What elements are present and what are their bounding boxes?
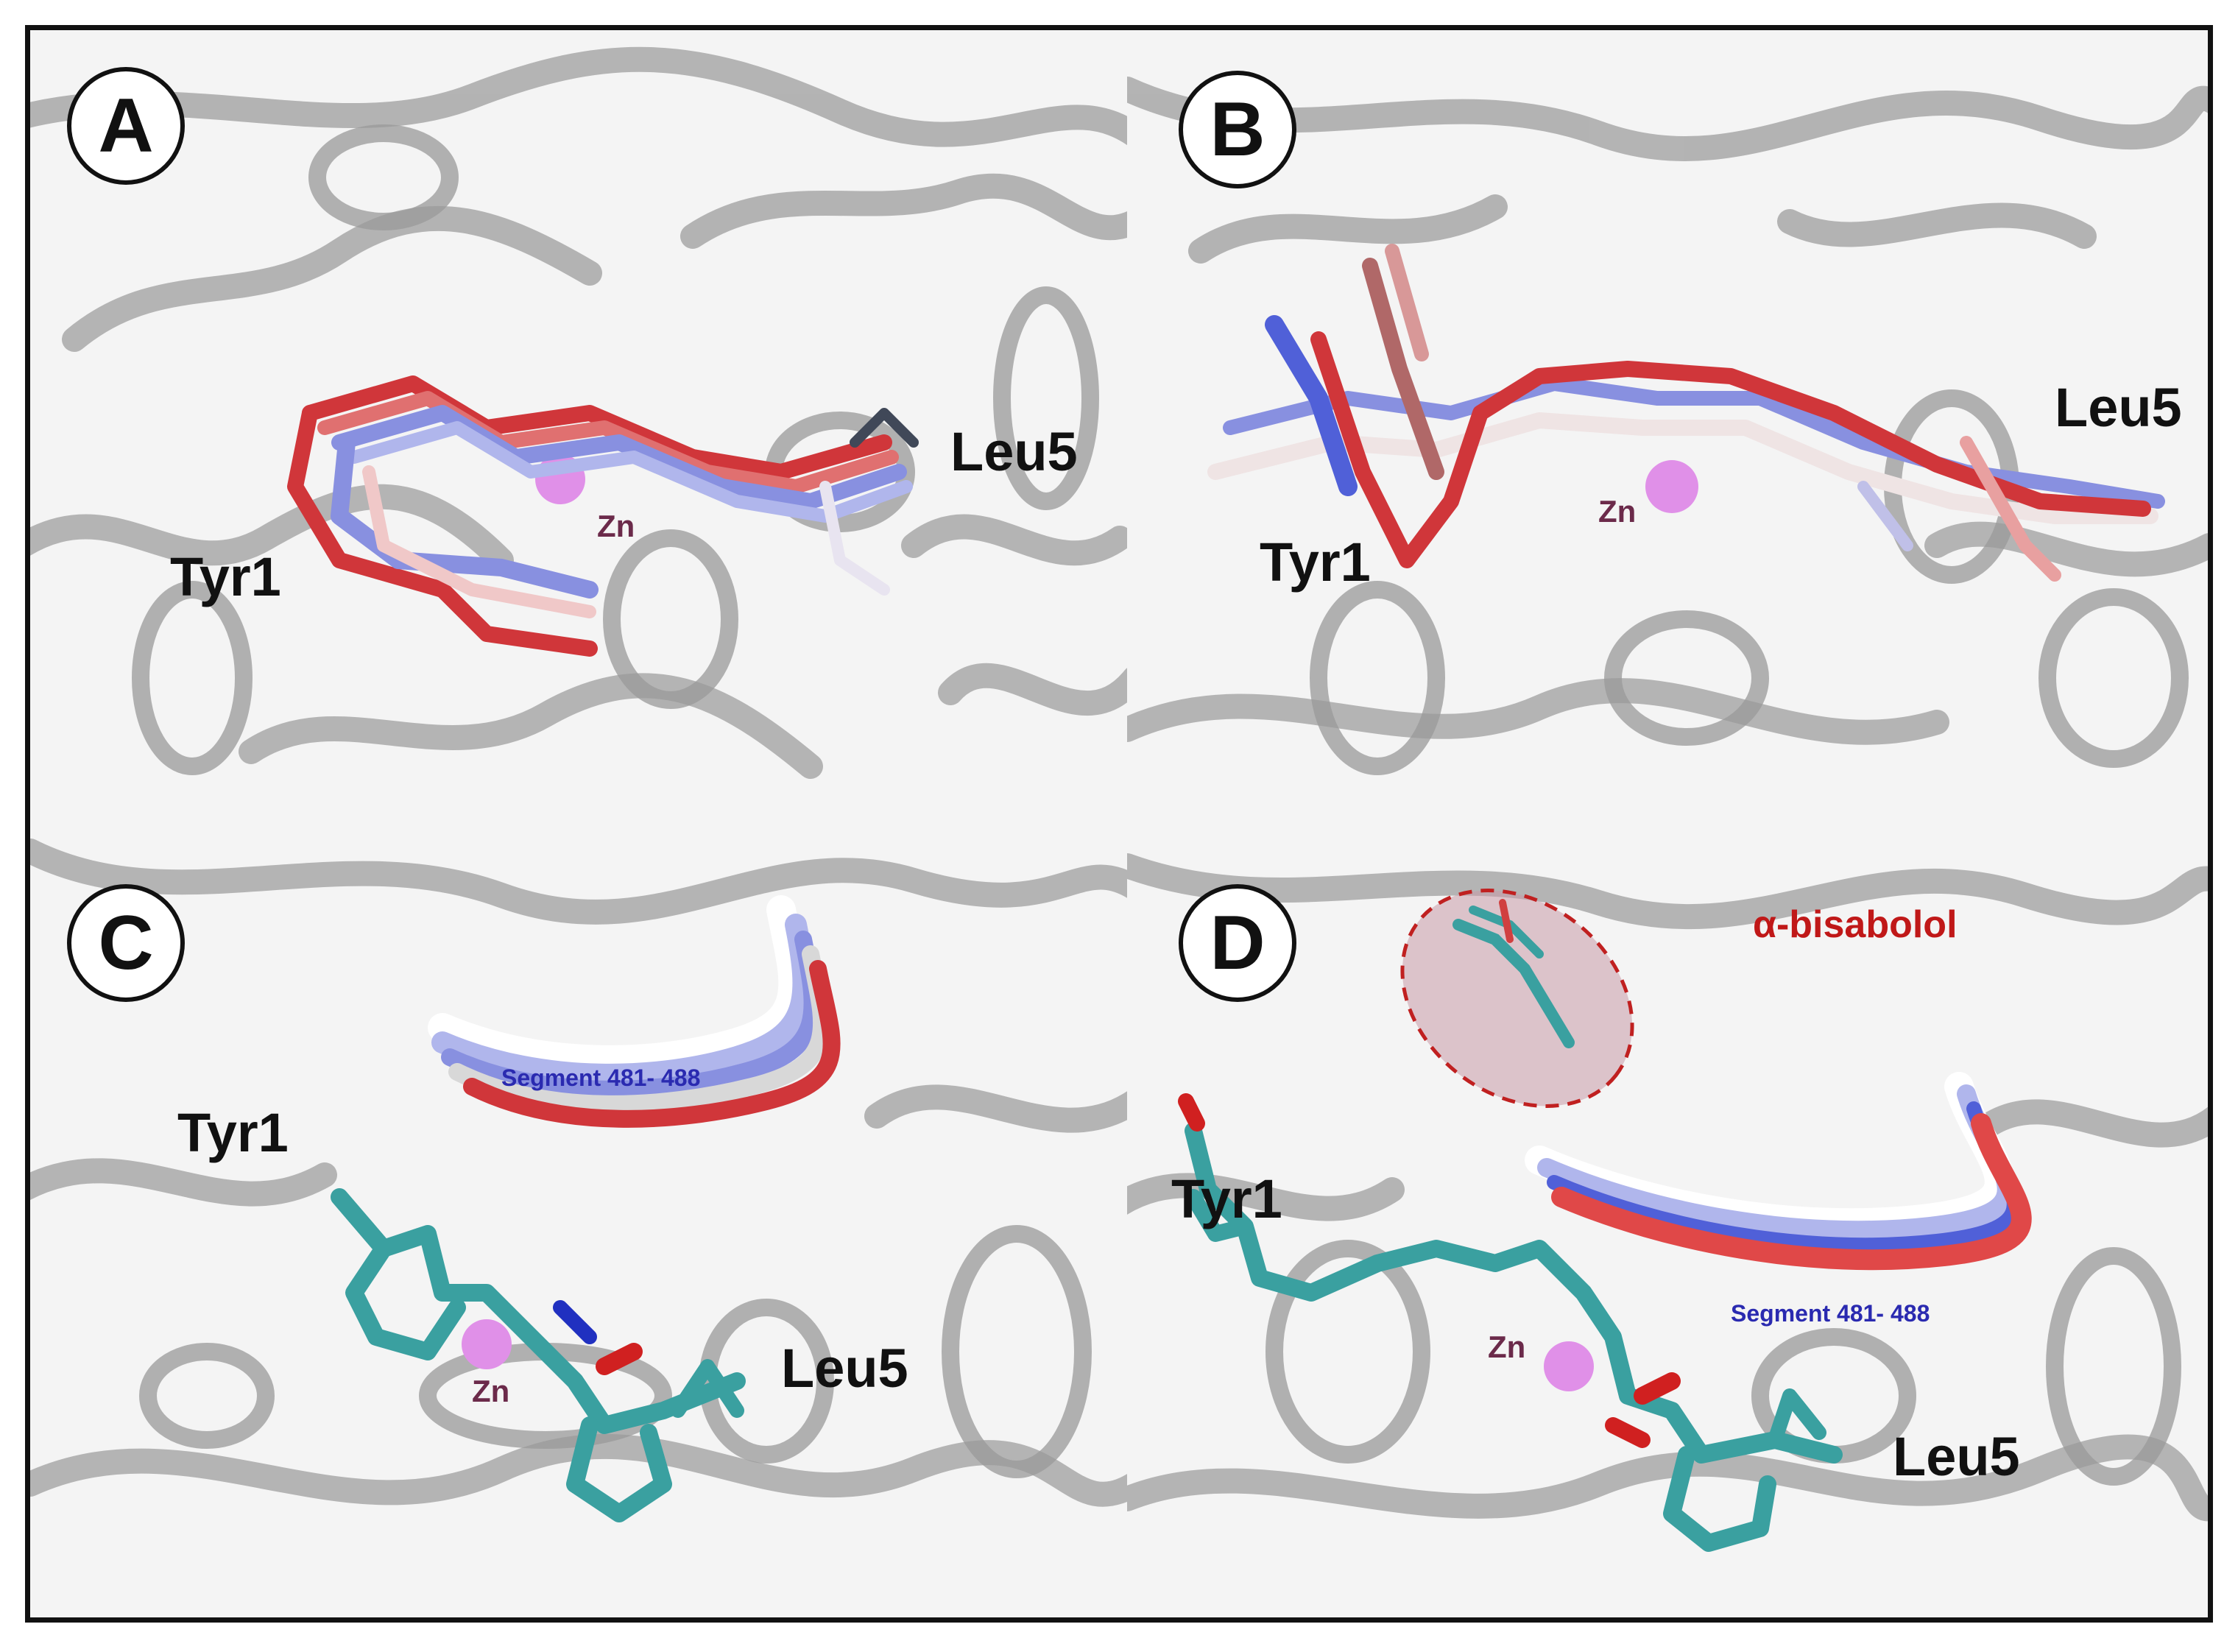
panel-c-render <box>30 839 1127 1522</box>
panel-b: B Tyr1 Leu5 Zn <box>1127 30 2208 822</box>
peptide-ensemble <box>1207 244 2165 582</box>
panel-b-end-label: Leu5 <box>2055 377 2182 438</box>
panel-c-zn-label: Zn <box>472 1374 510 1408</box>
panel-d-zn-label: Zn <box>1488 1330 1526 1364</box>
panel-a: A Tyr1 Leu5 Zn <box>30 30 1127 822</box>
panel-d-letter: D <box>1179 884 1296 1002</box>
zinc-ion <box>1645 460 1698 513</box>
panel-a-render <box>30 46 1127 779</box>
panel-d: D Tyr1 Leu5 Zn Segment 481- 488 α-bisabo… <box>1127 822 2208 1617</box>
panel-d-ligand-label: α-bisabolol <box>1753 903 1958 946</box>
panel-c-segment-label: Segment 481- 488 <box>501 1065 701 1091</box>
panel-a-letter: A <box>67 67 185 185</box>
ligand-highlight-region <box>1400 889 1634 1108</box>
panel-b-letter: B <box>1179 71 1296 188</box>
zinc-ion <box>462 1319 512 1369</box>
panel-c-letter: C <box>67 884 185 1002</box>
panel-d-start-label: Tyr1 <box>1171 1168 1282 1229</box>
figure-frame: A Tyr1 Leu5 Zn <box>25 25 2213 1623</box>
panel-d-render <box>1127 853 2208 1552</box>
panel-a-start-label: Tyr1 <box>170 546 281 607</box>
zinc-ion <box>1544 1341 1594 1391</box>
panel-b-start-label: Tyr1 <box>1260 532 1371 593</box>
panel-c: C Tyr1 Leu5 Zn Segment 481- 488 <box>30 822 1127 1617</box>
panel-c-end-label: Leu5 <box>781 1338 908 1399</box>
panel-d-end-label: Leu5 <box>1893 1426 2020 1487</box>
panel-a-end-label: Leu5 <box>950 421 1078 482</box>
peptide-ligand <box>331 1188 746 1522</box>
segment-ribbon <box>428 895 841 1128</box>
ligand-alpha-bisabolol <box>1452 899 1575 1048</box>
peptide-ensemble <box>287 375 919 657</box>
panel-d-segment-label: Segment 481- 488 <box>1731 1300 1930 1327</box>
panel-c-start-label: Tyr1 <box>177 1102 289 1163</box>
panel-a-zn-label: Zn <box>597 509 635 543</box>
segment-ribbon <box>1525 1072 2032 1271</box>
protein-ribbon <box>30 46 1127 779</box>
panel-b-render <box>1127 77 2208 775</box>
peptide-ligand <box>1178 1093 1843 1552</box>
panel-b-zn-label: Zn <box>1598 494 1637 529</box>
